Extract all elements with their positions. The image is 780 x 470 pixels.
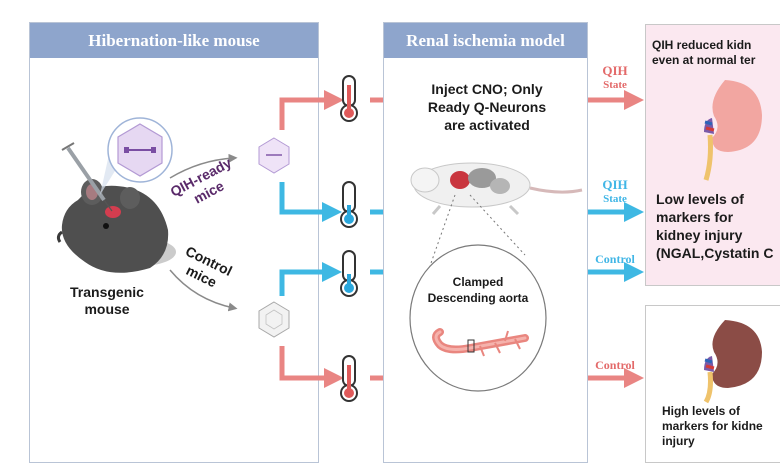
qih-state-label-top-line2: State (603, 79, 627, 91)
high-markers-text: High levels of markers for kidne injury (662, 404, 763, 448)
aorta-zoom-circle (409, 244, 547, 392)
syringe-icon (61, 142, 113, 212)
thermometer-cold-control-icon (340, 250, 358, 297)
virus-zoom-bubble (100, 117, 173, 195)
zoom-line-right (469, 194, 526, 256)
qih-state-label-top-line1: QIH (602, 63, 628, 78)
lying-mouse-illustration (410, 162, 583, 216)
thermometer-warm-bottom-icon (340, 355, 358, 402)
renal-ischemia-panel: Renal ischemia model (383, 22, 588, 463)
clamped-aorta-text: Clamped Descending aorta (427, 275, 529, 305)
qih-virus-icon (258, 137, 290, 174)
healthy-kidney-icon (703, 80, 762, 181)
control-virus-icon (258, 301, 290, 338)
thermometer-warm-top-icon (340, 75, 358, 122)
thermometer-cold-qih-icon (340, 181, 358, 228)
qih-state-label-mid: QIH State (592, 178, 638, 206)
qih-state-label-mid-line1: QIH (602, 177, 628, 192)
control-curve-arrow (169, 269, 238, 312)
warm-elbow-arrow-bottom (279, 346, 344, 388)
inject-cno-text: Inject CNO; Only Ready Q-Neurons are act… (427, 81, 547, 133)
descending-aorta-icon (432, 328, 529, 357)
zoom-line-left (417, 194, 456, 301)
injured-kidney-icon (703, 320, 762, 404)
panel-title-renal-ischemia: Renal ischemia model (384, 23, 587, 58)
control-label-bottom: Control (595, 358, 635, 372)
cold-elbow-arrow-control (279, 262, 342, 296)
control-label-mid: Control (595, 252, 635, 266)
qih-ready-curve-arrow (169, 153, 238, 179)
panel-title-hibernation: Hibernation-like mouse (30, 23, 318, 58)
warm-elbow-arrow-top (279, 90, 344, 130)
qih-reduced-heading: QIH reduced kidn even at normal ter (652, 38, 756, 67)
low-markers-text: Low levels of markers for kidney injury … (656, 191, 774, 261)
qih-state-label-mid-line2: State (603, 193, 627, 205)
qih-state-label-top: QIH State (592, 64, 638, 92)
transgenic-mouse-illustration (56, 179, 176, 273)
transgenic-mouse-label: Transgenic mouse (70, 284, 144, 317)
cold-elbow-arrow-qih (279, 182, 342, 222)
